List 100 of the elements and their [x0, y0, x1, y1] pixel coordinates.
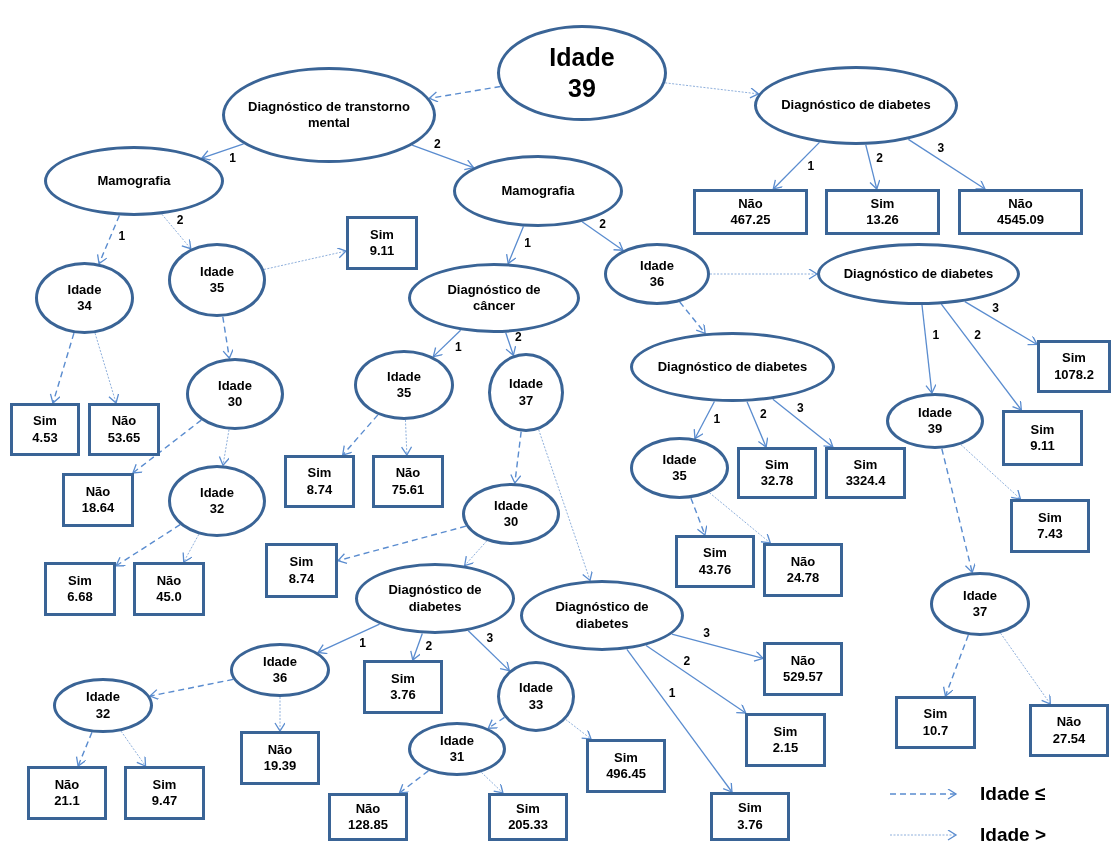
leaf-box	[88, 403, 160, 456]
leaf-box	[133, 562, 205, 616]
node-label: Diagnóstico de câncer	[446, 281, 542, 315]
node-label: Sim 205.33	[508, 800, 548, 834]
arrow	[263, 247, 347, 270]
node-label: Não 27.54	[1052, 714, 1086, 747]
leaf-box	[1010, 499, 1090, 553]
arrow	[487, 716, 506, 729]
node-label: Sim 9.11	[1030, 421, 1055, 455]
decision-ellipse	[462, 483, 560, 545]
node-label: Idade 37	[963, 587, 997, 621]
node-label: Sim 8.74	[288, 554, 315, 587]
node-label: Idade 37	[509, 376, 543, 409]
legend-label: Idade >	[980, 822, 1046, 843]
leaf-box	[675, 535, 755, 588]
arrow	[398, 770, 430, 794]
node-label: Idade 31	[440, 732, 474, 766]
node-label: Diagnóstico de diabetes	[657, 358, 808, 376]
node-label: Sim 3324.4	[845, 456, 886, 490]
arrow	[222, 316, 234, 359]
node-label: Não 21.1	[54, 776, 80, 810]
node-label: Idade 35	[662, 451, 697, 485]
edge-label: 3	[991, 302, 1000, 314]
leaf-box	[488, 793, 568, 841]
node-label: Não 53.65	[107, 413, 141, 446]
arrow	[690, 497, 708, 536]
edge-label: 1	[117, 230, 127, 243]
arrow	[538, 429, 593, 582]
edge-label: 1	[454, 340, 463, 353]
leaf-box	[737, 447, 817, 499]
node-label: Não 24.78	[786, 553, 820, 587]
leaf-box	[363, 660, 443, 714]
node-label: Diagnóstico de diabetes	[781, 97, 931, 114]
node-label: Não 45.0	[156, 572, 182, 606]
leaf-box	[240, 731, 320, 785]
edge-label: 1	[358, 637, 367, 650]
node-label: Sim 3.76	[737, 800, 763, 833]
node-label: Sim 10.7	[922, 706, 949, 739]
leaf-box	[825, 189, 940, 235]
legend-label: Idade ≤	[980, 782, 1046, 806]
edge-label: 2	[758, 407, 768, 420]
leaf-box	[763, 543, 843, 597]
leaf-box	[586, 739, 666, 793]
arrow	[709, 268, 818, 280]
node-label: Idade 32	[200, 484, 234, 518]
arrow	[746, 401, 769, 448]
node-label: Não 75.61	[391, 465, 425, 498]
node-label: Diagnóstico de transtorno mental	[247, 98, 411, 132]
node-label: Mamografia	[501, 182, 575, 200]
leaf-box	[44, 562, 116, 616]
node-label: Não 18.64	[81, 483, 115, 517]
leaf-box	[372, 455, 444, 508]
node-label: Idade 39	[549, 41, 615, 104]
leaf-box	[958, 189, 1083, 235]
arrow	[510, 431, 522, 484]
node-label: Sim 1078.2	[1054, 350, 1094, 383]
arrow	[132, 419, 202, 474]
node-label: Sim 13.26	[866, 195, 899, 229]
arrow	[400, 419, 413, 456]
node-label: Sim 7.43	[1037, 509, 1063, 543]
arrow	[75, 731, 93, 767]
node-label: Sim 4.53	[32, 413, 58, 446]
arrow	[201, 143, 245, 161]
node-label: Sim 32.78	[760, 456, 794, 490]
node-label: Diagnóstico de diabetes	[387, 582, 483, 615]
node-label: Idade 33	[519, 680, 553, 713]
node-label: Idade 39	[918, 404, 952, 438]
edge-label: 2	[513, 331, 523, 344]
node-label: Sim 9.47	[151, 776, 178, 810]
edge-label: 1	[667, 687, 677, 700]
edge-label: 1	[523, 237, 532, 250]
node-label: Sim 43.76	[698, 545, 732, 578]
arrow	[274, 696, 286, 732]
arrow	[411, 144, 475, 171]
leaf-box	[284, 455, 355, 508]
arrow	[94, 332, 120, 404]
node-label: Idade 30	[494, 497, 528, 531]
node-label: Idade 35	[200, 263, 234, 297]
node-label: Idade 36	[640, 257, 674, 291]
node-label: Não 467.25	[730, 195, 771, 229]
leaf-box	[1002, 410, 1083, 466]
node-label: Idade 36	[263, 653, 297, 687]
leaf-box	[62, 473, 134, 527]
arrow	[505, 332, 517, 356]
leaf-box	[895, 696, 976, 749]
node-label: Sim 2.15	[772, 723, 799, 757]
arrow	[581, 221, 624, 251]
leaf-box	[710, 792, 790, 841]
edge-label: 2	[424, 640, 434, 653]
arrow	[960, 444, 1022, 500]
node-label: Sim 6.68	[67, 572, 93, 606]
leaf-box	[10, 403, 80, 456]
arrow	[671, 633, 764, 662]
leaf-box	[825, 447, 906, 499]
node-label: Sim 8.74	[306, 465, 333, 498]
arrow	[410, 632, 423, 661]
arrow	[645, 644, 747, 714]
node-label: Idade 35	[387, 368, 421, 402]
node-label: Não 4545.09	[997, 195, 1044, 229]
arrow	[941, 448, 976, 574]
